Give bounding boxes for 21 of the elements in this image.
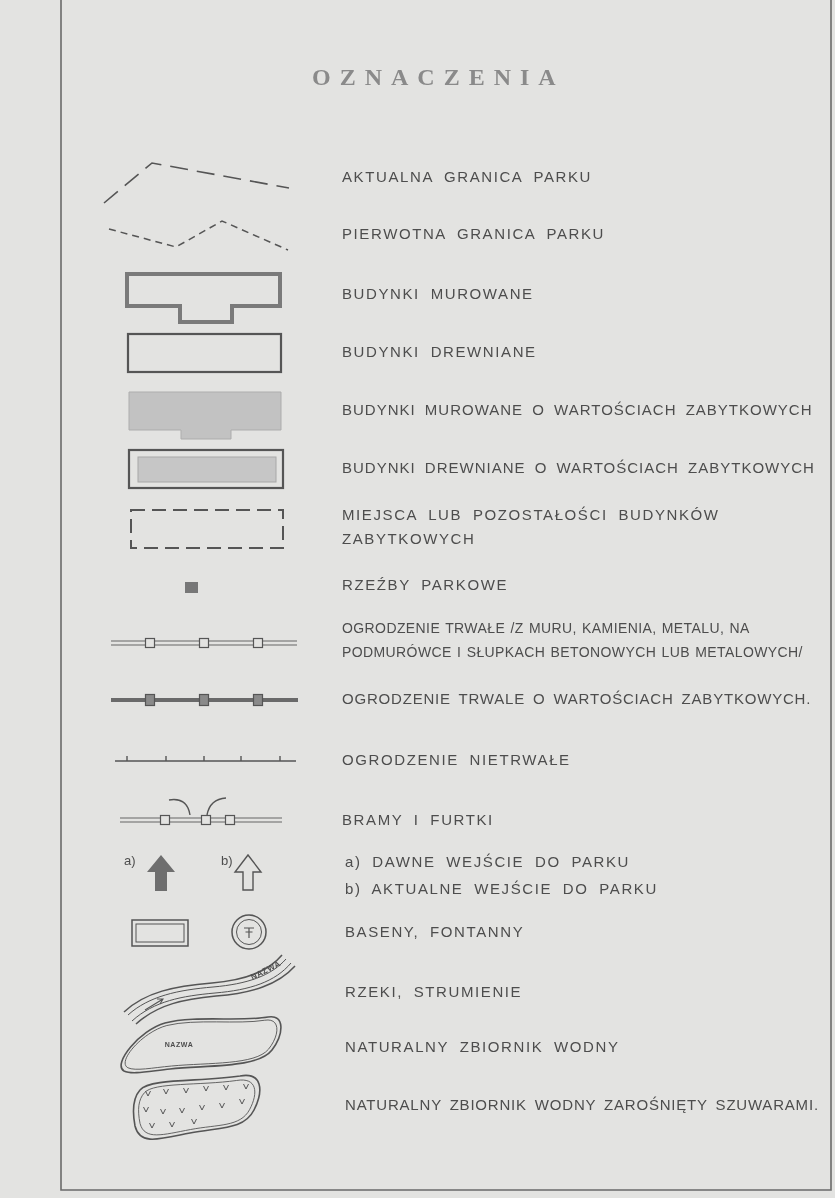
- legend-title: OZNACZENIA: [312, 64, 565, 91]
- legend-text: a) DAWNE WEJŚCIE DO PARKU: [345, 852, 631, 872]
- legend-text: PIERWOTNA GRANICA PARKU: [342, 224, 605, 244]
- legend-text: NATURALNY ZBIORNIK WODNY: [345, 1037, 620, 1057]
- legend-text: AKTUALNA GRANICA PARKU: [342, 167, 592, 187]
- legend-text: OGRODZENIE TRWALE O WARTOŚCIACH ZABYTKOWYCH.: [342, 689, 812, 709]
- legend-text: MIEJSCA LUB POZOSTAŁOŚCI BUDYNKÓW ZABYTKOWYCH: [342, 505, 721, 549]
- legend-text: NATURALNY ZBIORNIK WODNY ZAROŚNIĘTY SZUWARAMI.: [345, 1095, 819, 1115]
- sub-item-letter: b): [221, 854, 233, 867]
- legend-text: BUDYNKI MUROWANE O WARTOŚCIACH ZABYTKOWYCH: [342, 400, 813, 420]
- legend-text: BUDYNKI DREWNIANE O WARTOŚCIACH ZABYTKOWYCH: [342, 458, 815, 478]
- legend-text: BUDYNKI DREWNIANE: [342, 342, 537, 362]
- legend-text: RZEŹBY PARKOWE: [342, 575, 509, 595]
- legend-text: BRAMY I FURTKI: [342, 810, 494, 830]
- legend-text: OGRODZENIE TRWAŁE /Z MURU, KAMIENIA, METALU, NA PODMURÓWCE I SŁUPKACH BETONOWYCH LUB METALOWYCH/: [342, 619, 804, 662]
- legend-text: RZEKI, STRUMIENIE: [345, 982, 523, 1002]
- legend-text: BASENY, FONTANNY: [345, 922, 525, 942]
- legend-text: b) AKTUALNE WEJŚCIE DO PARKU: [345, 879, 658, 899]
- legend-text: OGRODZENIE NIETRWAŁE: [342, 750, 571, 770]
- legend-text: BUDYNKI MUROWANE: [342, 284, 534, 304]
- sub-item-letter: a): [124, 854, 136, 867]
